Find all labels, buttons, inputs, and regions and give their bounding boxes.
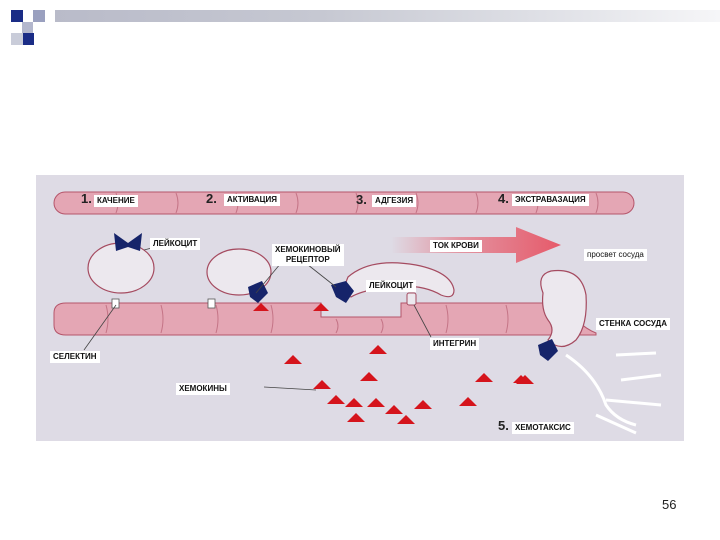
stage-2-label: АКТИВАЦИЯ: [224, 194, 280, 206]
stage-4-number: 4.: [498, 191, 509, 206]
stage-5-number: 5.: [498, 418, 509, 433]
leukocyte-label-2: ЛЕЙКОЦИТ: [366, 280, 417, 292]
page-number: 56: [662, 497, 677, 512]
selectin-1: [111, 298, 120, 309]
leukocyte-activating: [206, 248, 272, 296]
vessel-lumen-label: просвет сосуда: [584, 249, 647, 261]
stage-4-label: ЭКСТРАВАЗАЦИЯ: [512, 194, 589, 206]
selectin-2: [207, 298, 216, 309]
selectin-label: СЕЛЕКТИН: [50, 351, 100, 363]
leukocyte-label-1: ЛЕЙКОЦИТ: [150, 238, 201, 250]
stage-1-number: 1.: [81, 191, 92, 206]
top-bar: [55, 10, 720, 22]
blood-flow-label: ТОК КРОВИ: [430, 240, 482, 252]
leukocyte-extravasation-diagram: 1. КАЧЕНИЕ 2. АКТИВАЦИЯ 3. АДГЕЗИЯ 4. ЭК…: [36, 175, 684, 441]
integrin-label: ИНТЕГРИН: [430, 338, 480, 350]
vessel-wall-top: [53, 191, 635, 215]
receptor-1: [114, 233, 142, 251]
receptor-2: [248, 281, 268, 303]
receptor-3: [331, 281, 354, 303]
integrin-anchor: [406, 292, 417, 306]
chemokines-label: ХЕМОКИНЫ: [176, 383, 230, 395]
chemokine-receptor-label: ХЕМОКИНОВЫЙ РЕЦЕПТОР: [272, 244, 344, 266]
chemokines: [253, 303, 534, 424]
receptor-4: [538, 339, 558, 361]
vessel-wall-label: СТЕНКА СОСУДА: [596, 318, 670, 330]
stage-1-label: КАЧЕНИЕ: [94, 195, 138, 207]
stage-5-label: ХЕМОТАКСИС: [512, 422, 574, 434]
stage-3-number: 3.: [356, 192, 367, 207]
stage-2-number: 2.: [206, 191, 217, 206]
leukocyte-rolling: [87, 242, 155, 294]
stage-3-label: АДГЕЗИЯ: [372, 195, 417, 207]
leukocyte-extravasating: [540, 269, 587, 348]
